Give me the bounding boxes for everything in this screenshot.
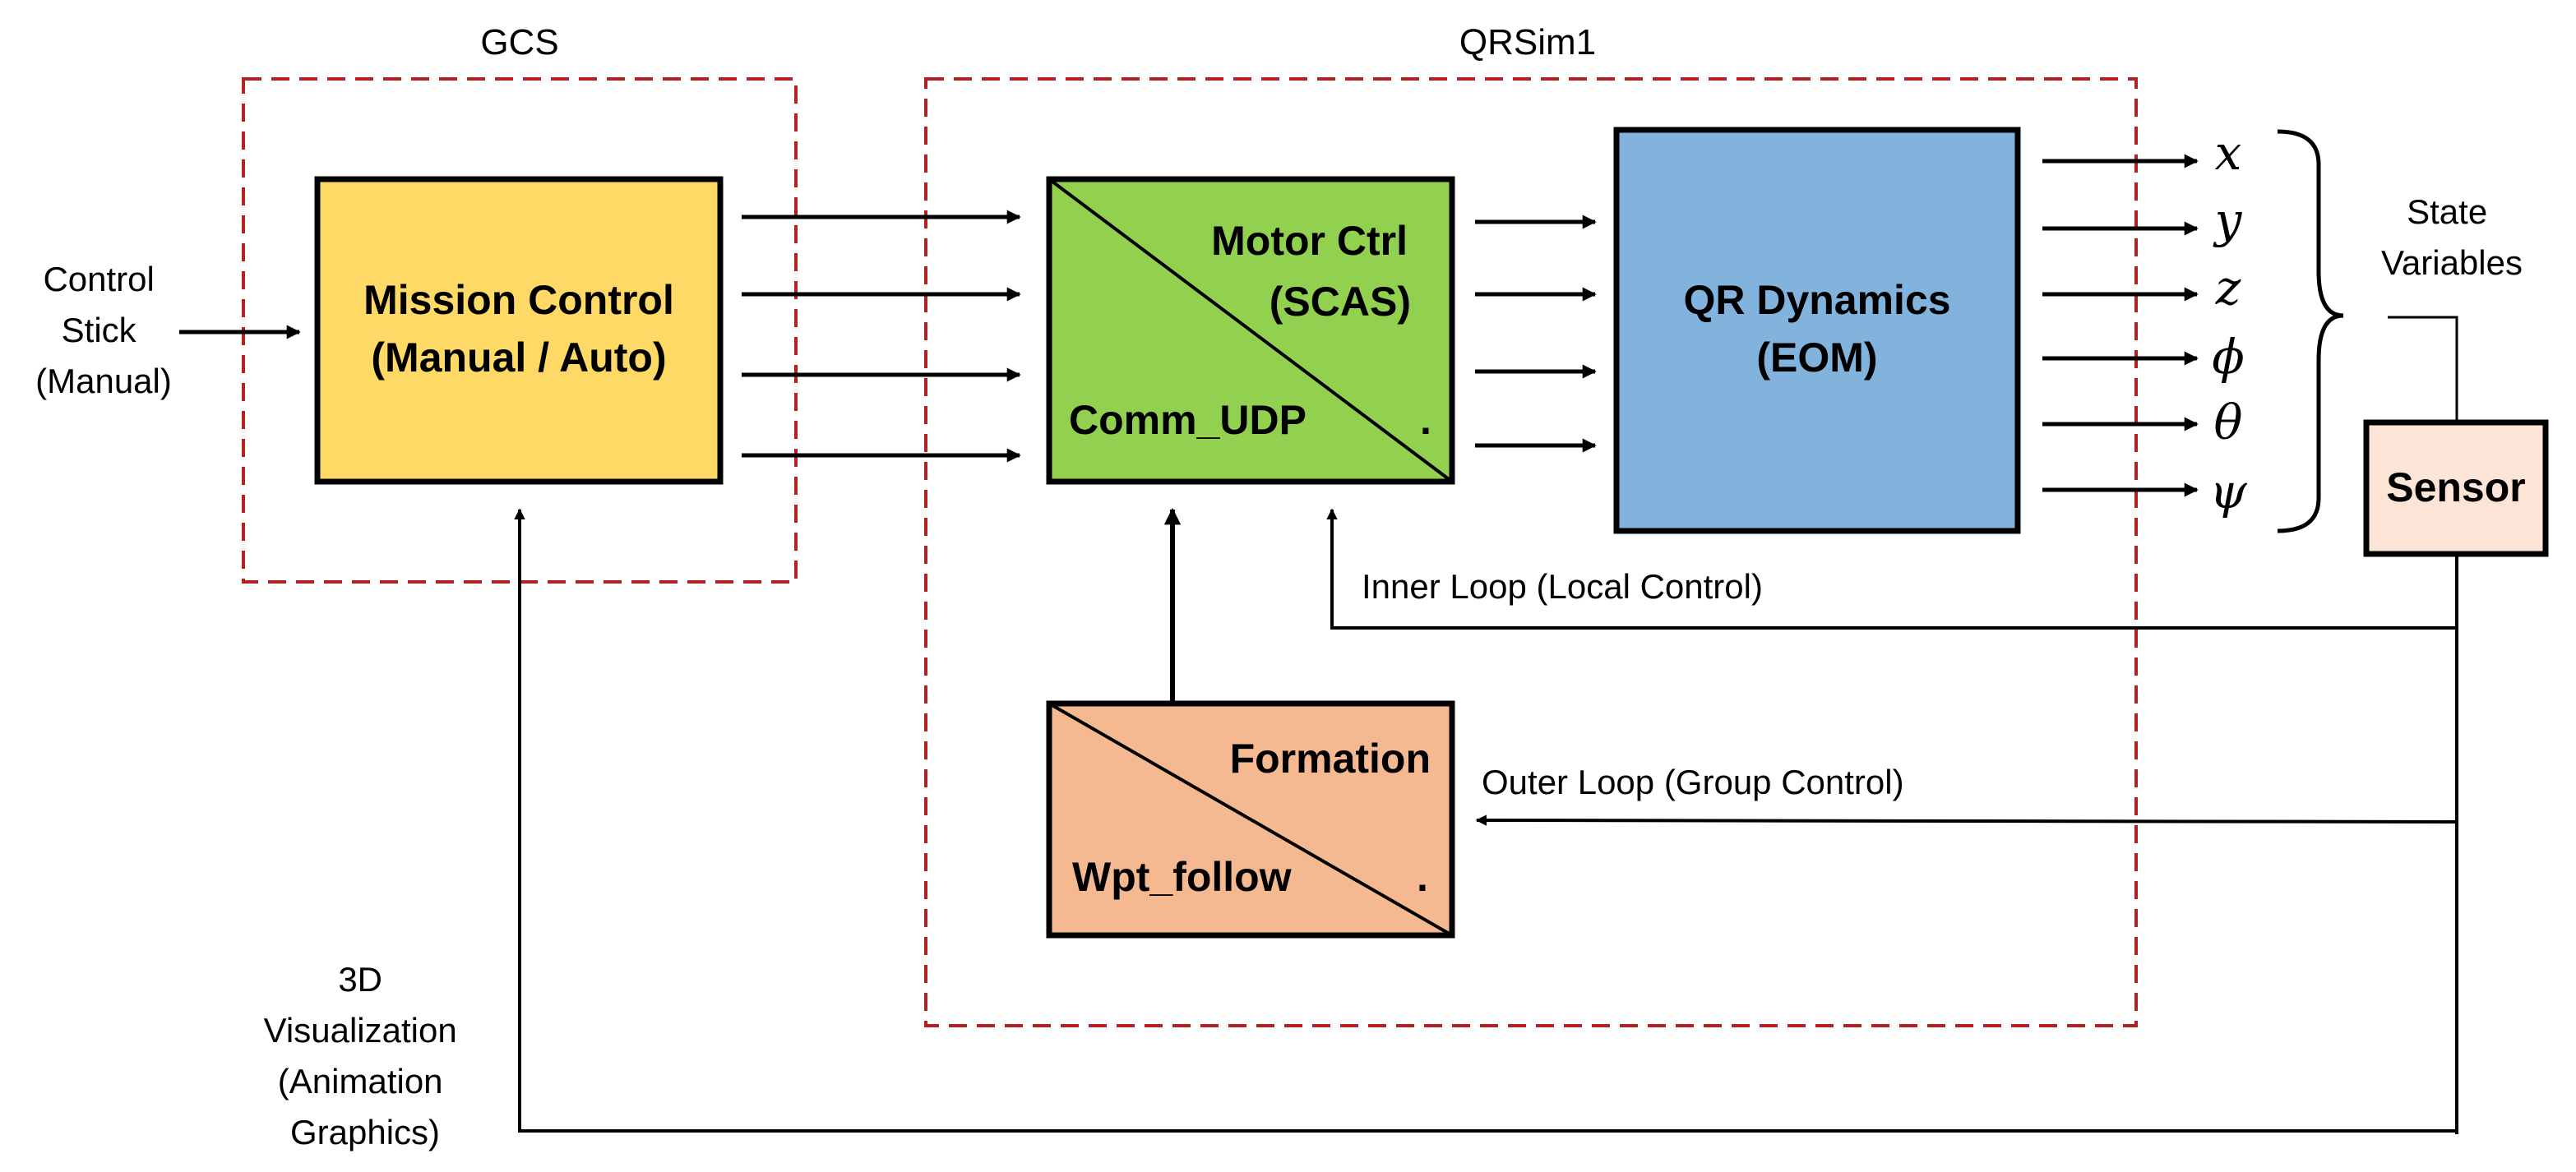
state-symbol-phi: ϕ xyxy=(2212,329,2245,385)
comm-udp-label: Comm_UDP xyxy=(1069,397,1306,443)
state-symbol-theta: θ xyxy=(2214,395,2243,450)
visualization-loop-line xyxy=(514,508,2457,1133)
outer-loop-label: Outer Loop (Group Control) xyxy=(1482,763,1904,801)
motor-ctrl-dot: . xyxy=(1420,397,1431,443)
inner-loop-label: Inner Loop (Local Control) xyxy=(1362,567,1763,606)
qr-dynamics-subtitle: (EOM) xyxy=(1756,335,1877,381)
mission-control-subtitle: (Manual / Auto) xyxy=(371,335,666,381)
formation-title: Formation xyxy=(1230,736,1431,782)
state-variables-label: State Variables xyxy=(2381,192,2523,282)
mission-control-block xyxy=(314,176,724,485)
inner-loop-line xyxy=(1326,508,2457,630)
qrsim-group-label: QRSim1 xyxy=(1459,22,1596,62)
state-symbol-z: z xyxy=(2215,260,2241,316)
state-symbol-psi: ψ xyxy=(2209,464,2247,519)
state-symbol-y: y xyxy=(2213,192,2243,248)
visualization-label: 3D Visualization (Animation Graphics) xyxy=(264,960,467,1151)
motor-ctrl-title: Motor Ctrl xyxy=(1211,218,1408,264)
qrsim-group-boundary xyxy=(924,77,2138,1027)
motor-ctrl-diagonal xyxy=(1048,178,1454,483)
gcs-group-label: GCS xyxy=(480,22,558,62)
brace-to-sensor-line xyxy=(2388,316,2458,422)
mission-control-title: Mission Control xyxy=(363,277,674,323)
state-variables-brace xyxy=(2277,129,2344,533)
outer-loop-line xyxy=(1475,814,2458,826)
formation-dot: . xyxy=(1417,854,1428,900)
state-symbol-x: x xyxy=(2215,125,2242,181)
wpt-follow-label: Wpt_follow xyxy=(1072,854,1292,900)
qr-dynamics-block xyxy=(1613,127,2021,534)
qr-dynamics-title: QR Dynamics xyxy=(1683,277,1950,323)
control-stick-label: Control Stick (Manual) xyxy=(35,260,172,400)
sensor-label: Sensor xyxy=(2386,464,2526,510)
motor-ctrl-subtitle: (SCAS) xyxy=(1270,279,1411,325)
formation-diagonal xyxy=(1048,702,1453,937)
